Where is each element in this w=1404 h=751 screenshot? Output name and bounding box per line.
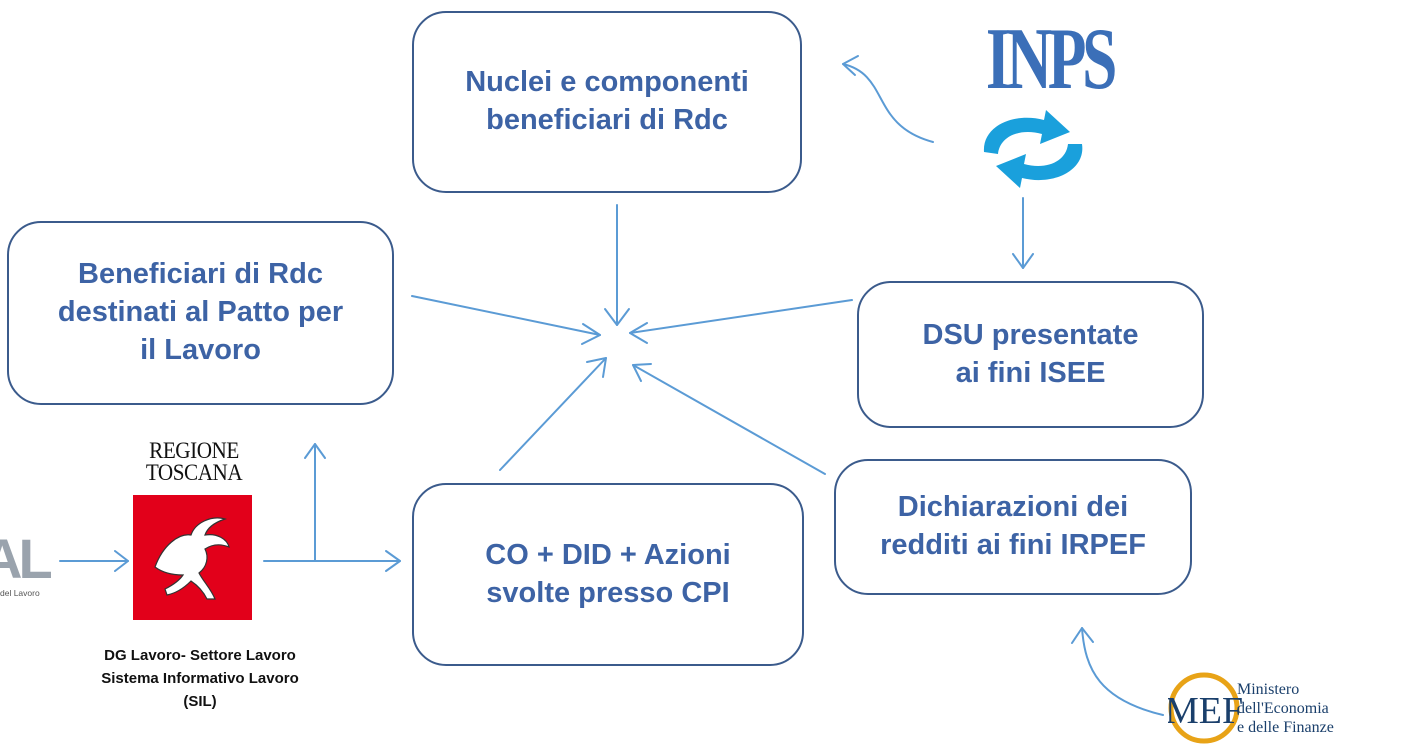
anpal-logo-text: AL: [0, 528, 53, 590]
nuclei-beneficiari-box: Nuclei e componenti beneficiari di Rdc: [412, 11, 802, 193]
mef-logo: MEF: [1168, 672, 1243, 744]
co-did-azioni-box: CO + DID + Azioni svolte presso CPI: [412, 483, 804, 666]
nuclei-beneficiari-label: Nuclei e componenti beneficiari di Rdc: [465, 66, 749, 136]
inps-logo: INPS: [968, 11, 1117, 190]
arrow-inps-to-nuclei: [842, 63, 934, 143]
co-did-azioni-label: CO + DID + Azioni svolte presso CPI: [485, 538, 731, 609]
dsu-isee-box: DSU presentate ai fini ISEE: [857, 281, 1204, 428]
dichiarazioni-irpef-box: Dichiarazioni dei redditi ai fini IRPEF: [834, 459, 1192, 595]
anpal-logo: AL: [0, 528, 62, 598]
anpal-tagline: del Lavoro: [0, 588, 40, 598]
regione-toscana-caption: DG Lavoro- Settore Lavoro Sistema Inform…: [101, 647, 299, 710]
regione-toscana-shield-icon: [133, 495, 252, 620]
arrow-dichiarazioni-to-center: [632, 364, 826, 475]
inps-logo-text: INPS: [985, 11, 1117, 108]
dichiarazioni-irpef-label: Dichiarazioni dei redditi ai fini IRPEF: [880, 491, 1146, 561]
dsu-isee-label: DSU presentate ai fini ISEE: [922, 318, 1139, 389]
mef-logo-text: MEF: [1168, 690, 1243, 732]
beneficiari-patto-label: Beneficiari di Rdc destinati al Patto pe…: [57, 258, 344, 366]
arrow-beneficiari-to-center: [411, 295, 601, 336]
arrow-co-to-center: [499, 357, 607, 471]
mef-ministry-name: Ministero dell'Economia e delle Finanze: [1237, 681, 1334, 736]
inps-cycle-icon: [983, 110, 1083, 188]
regione-toscana-title: REGIONE TOSCANA: [145, 438, 243, 485]
arrow-dsu-to-center: [629, 299, 853, 334]
arrow-mef-to-dichiarazioni: [1081, 627, 1164, 716]
beneficiari-patto-box: Beneficiari di Rdc destinati al Patto pe…: [7, 221, 394, 405]
